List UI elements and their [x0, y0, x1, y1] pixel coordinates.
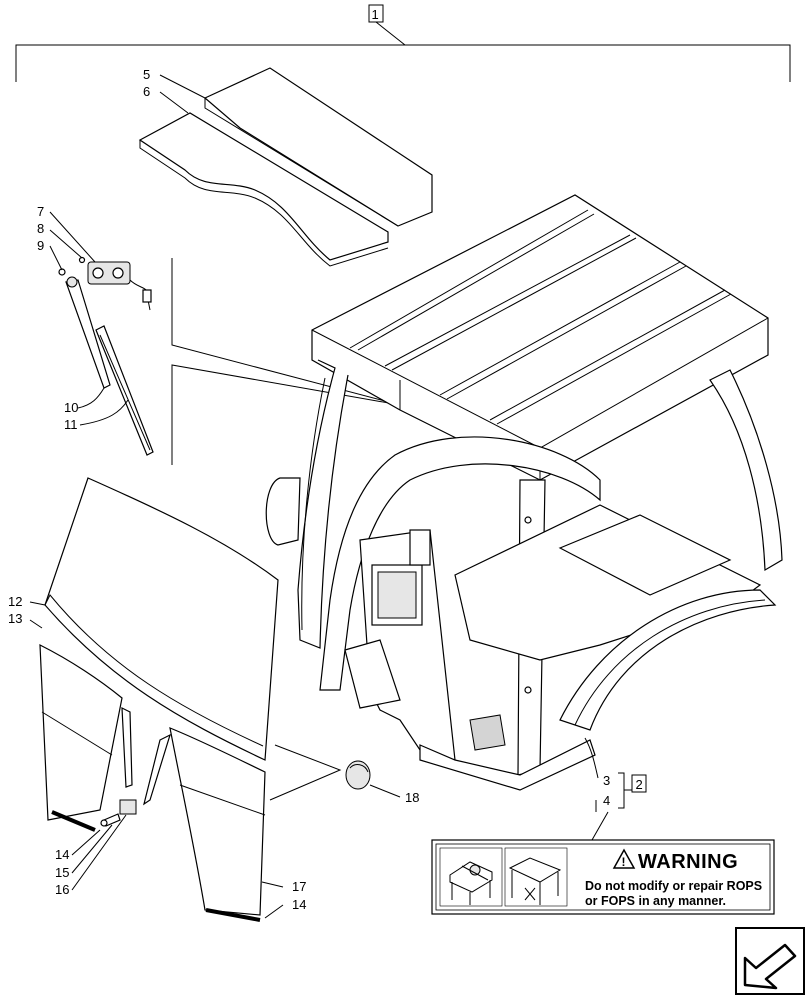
assembly-bracket: [15, 4, 791, 82]
callout-5: 5: [143, 67, 150, 82]
window-latch: [100, 799, 137, 827]
callout-2: 2: [636, 777, 643, 792]
side-glass-center: [121, 707, 171, 806]
callout-10: 10: [64, 400, 78, 415]
dome-lamp: [345, 760, 371, 790]
callout-14b: 14: [292, 897, 306, 912]
callout-14a: 14: [55, 847, 69, 862]
wiper-motor: [87, 261, 152, 311]
callout-8: 8: [37, 221, 44, 236]
wiper-blade: [95, 325, 154, 456]
callout-17: 17: [292, 879, 306, 894]
callout-13: 13: [8, 611, 22, 626]
callout-1: 1: [372, 7, 379, 22]
warning-triangle-icon: !: [612, 848, 636, 869]
callout-18: 18: [405, 790, 419, 805]
rops-frame-pictogram-icon: [504, 847, 568, 907]
rear-window-glass: [44, 477, 279, 761]
side-glass-right: [169, 727, 266, 916]
wiper-nut: [58, 256, 86, 276]
headliner-panel-6: [138, 112, 389, 267]
warning-line-2: or FOPS in any manner.: [585, 894, 726, 908]
warning-title: WARNING: [638, 851, 738, 873]
next-page-arrow-icon[interactable]: [735, 927, 805, 995]
callout-7: 7: [37, 204, 44, 219]
callout-12: 12: [8, 594, 22, 609]
callout-4: 4: [603, 793, 610, 808]
callout-2-box: [631, 774, 647, 793]
warning-line-1: Do not modify or repair ROPS: [585, 879, 762, 893]
headliner-panel-5: [203, 67, 433, 227]
svg-text:!: !: [622, 855, 626, 869]
rops-pictogram-icon: [439, 847, 503, 907]
wiper-arm: [65, 276, 111, 389]
side-glass-left: [39, 644, 123, 821]
callout-3: 3: [603, 773, 610, 788]
rops-cab-frame: [265, 194, 783, 791]
callout-6: 6: [143, 84, 150, 99]
callout-16: 16: [55, 882, 69, 897]
callout-9: 9: [37, 238, 44, 253]
callout-11: 11: [64, 417, 78, 432]
warning-decal: ! WARNING Do not modify or repair ROPS o…: [431, 839, 775, 915]
callout-15: 15: [55, 865, 69, 880]
